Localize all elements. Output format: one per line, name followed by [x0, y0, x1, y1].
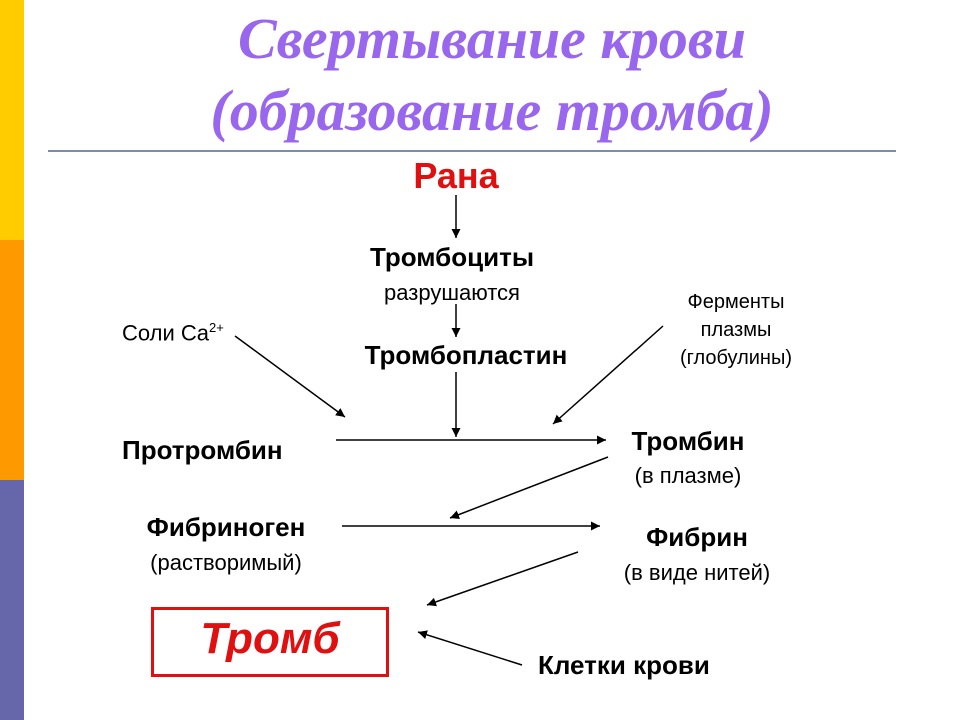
title-line-1: Свертывание крови — [237, 6, 746, 71]
node-enzymes-line-2: плазмы — [700, 319, 772, 341]
side-bar-purple — [0, 480, 24, 720]
arrow-fibrin-to-clot — [426, 551, 579, 607]
node-thromboplastin: Тромбопластин — [364, 340, 568, 370]
clot-box — [151, 607, 389, 677]
node-calcium: Соли Ca2+ — [122, 320, 224, 347]
node-fibrinogen-note: (растворимый) — [150, 550, 302, 575]
node-wound: Рана — [413, 155, 499, 196]
node-thrombin: Тромбин — [631, 426, 745, 456]
node-blood-cells: Клетки крови — [538, 650, 710, 680]
arrow-blood-cells-to-clot — [417, 630, 523, 666]
calcium-charge: 2+ — [209, 320, 224, 335]
arrow-thrombin-to-fibrinogen-reaction — [449, 456, 609, 519]
title-line-2: (образование тромба) — [210, 78, 774, 143]
node-enzymes-line-3: (глобулины) — [679, 347, 793, 369]
node-clot: Тромб — [200, 614, 340, 663]
node-platelets: Тромбоциты — [369, 242, 535, 272]
node-thrombin-note: (в плазме) — [634, 463, 742, 488]
node-prothrombin: Протромбин — [122, 435, 283, 465]
node-fibrin-note: (в виде нитей) — [623, 560, 771, 585]
node-enzymes-line-1: Ферменты — [687, 291, 785, 313]
arrow-enzymes-to-reaction — [552, 325, 664, 425]
node-fibrin: Фибрин — [646, 522, 748, 552]
arrow-calcium-to-reaction — [234, 335, 346, 418]
title-divider — [48, 150, 896, 152]
node-fibrinogen: Фибриноген — [146, 512, 306, 542]
calcium-text: Соли Ca — [122, 320, 210, 346]
side-bar-yellow — [0, 0, 24, 240]
side-bar-orange — [0, 240, 24, 480]
node-platelets-note: разрушаются — [384, 280, 520, 305]
